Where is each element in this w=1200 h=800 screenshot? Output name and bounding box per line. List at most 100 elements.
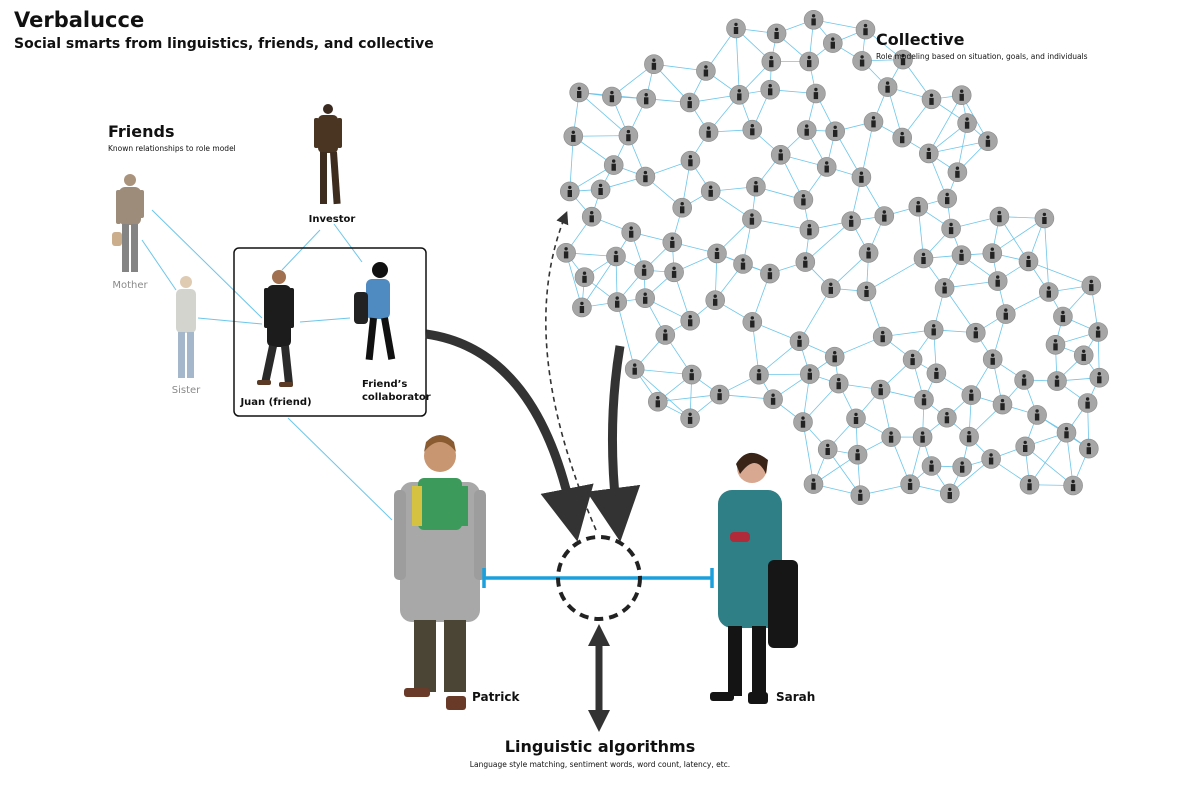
network-node-person-icon — [978, 131, 998, 151]
network-node-person-icon — [766, 23, 787, 44]
network-node-person-icon — [795, 252, 816, 272]
network-node-person-icon — [921, 89, 942, 110]
network-node-person-icon — [729, 85, 750, 105]
network-node-person-icon — [763, 389, 783, 410]
network-node-person-icon — [770, 145, 791, 165]
friends-subtitle: Known relationships to role model — [108, 144, 236, 153]
network-node-person-icon — [760, 263, 780, 284]
network-link — [1044, 218, 1050, 293]
network-node-person-icon — [989, 206, 1010, 227]
network-node-person-icon — [698, 122, 719, 142]
network-node-person-icon — [1047, 371, 1067, 391]
network-node-person-icon — [1053, 306, 1073, 327]
network-node-person-icon — [799, 364, 820, 384]
linguistics-double-arrow — [588, 624, 610, 732]
network-node-person-icon — [1027, 405, 1047, 425]
network-node-person-icon — [912, 427, 933, 447]
mother-label: Mother — [112, 280, 148, 291]
network-node-person-icon — [825, 121, 846, 142]
network-node-person-icon — [918, 143, 939, 164]
network-node-person-icon — [572, 297, 592, 318]
network-node-person-icon — [982, 243, 1003, 263]
network-node-person-icon — [914, 389, 934, 410]
network-node-person-icon — [1019, 474, 1040, 495]
network-node-person-icon — [1039, 282, 1059, 302]
network-node-person-icon — [796, 120, 817, 140]
page-subtitle: Social smarts from linguistics, friends,… — [14, 36, 434, 52]
network-link — [657, 394, 720, 403]
network-node-person-icon — [856, 281, 877, 302]
network-node-person-icon — [1014, 370, 1034, 390]
network-link — [992, 218, 1045, 254]
network-node-person-icon — [851, 167, 872, 187]
network-node-person-icon — [680, 150, 701, 171]
social-smarts-circle — [556, 535, 642, 621]
collaborator-juan-link — [299, 317, 351, 323]
network-node-person-icon — [793, 412, 813, 432]
network-node-person-icon — [803, 474, 824, 494]
network-node-person-icon — [846, 408, 866, 429]
sarah-label: Sarah — [776, 690, 816, 704]
investor-label: Investor — [308, 214, 356, 225]
network-link — [735, 28, 740, 95]
network-node-person-icon — [793, 190, 814, 210]
network-node-person-icon — [947, 162, 968, 182]
network-node-person-icon — [563, 126, 584, 147]
network-link — [799, 288, 832, 342]
juan-patrick-link — [287, 417, 393, 521]
friends-group-box — [233, 247, 427, 417]
network-node-person-icon — [987, 271, 1008, 291]
person-sister — [176, 276, 196, 378]
network-node-person-icon — [957, 113, 977, 133]
network-node-person-icon — [1056, 422, 1077, 443]
network-node-person-icon — [934, 278, 955, 298]
network-node-person-icon — [681, 364, 702, 385]
network-link — [866, 258, 924, 292]
network-node-person-icon — [892, 127, 913, 148]
investor-juan-link — [281, 229, 321, 271]
mother-sister-link — [141, 239, 177, 291]
person-patrick — [394, 435, 486, 710]
network-node-person-icon — [1045, 334, 1066, 355]
network-node-person-icon — [761, 51, 782, 72]
network-node-person-icon — [556, 243, 576, 263]
network-node-person-icon — [672, 197, 693, 218]
network-node-person-icon — [581, 206, 602, 227]
sister-juan-link — [197, 317, 263, 325]
network-node-person-icon — [1088, 322, 1108, 342]
network-node-person-icon — [850, 485, 871, 506]
network-node-person-icon — [841, 211, 862, 231]
network-node-person-icon — [726, 18, 746, 39]
collective-title: Collective — [876, 30, 965, 49]
network-node-person-icon — [634, 260, 654, 281]
network-node-person-icon — [908, 196, 929, 217]
network-link — [581, 256, 617, 308]
network-node-person-icon — [635, 288, 656, 309]
network-node-person-icon — [644, 54, 664, 74]
network-node-person-icon — [733, 254, 753, 274]
network-node-person-icon — [995, 304, 1016, 324]
network-link — [1029, 432, 1067, 485]
network-node-person-icon — [746, 176, 766, 197]
network-node-person-icon — [636, 88, 657, 109]
network-node-person-icon — [1018, 251, 1039, 272]
network-node-person-icon — [709, 384, 730, 405]
collective-subtitle: Role modeling based on situation, goals,… — [876, 52, 1088, 61]
network-node-person-icon — [760, 79, 781, 100]
network-node-person-icon — [1079, 438, 1099, 459]
linguistics-subtitle: Language style matching, sentiment words… — [469, 760, 731, 769]
network-node-person-icon — [602, 86, 622, 107]
network-node-person-icon — [1081, 275, 1102, 296]
network-node-person-icon — [959, 426, 979, 447]
friends-title: Friends — [108, 122, 175, 141]
network-node-person-icon — [941, 218, 961, 239]
network-link — [578, 92, 629, 136]
network-node-person-icon — [742, 209, 762, 229]
network-node-person-icon — [679, 92, 700, 113]
network-node-person-icon — [1077, 393, 1098, 413]
network-node-person-icon — [705, 290, 726, 311]
person-investor — [314, 104, 342, 205]
network-node-person-icon — [872, 326, 893, 347]
